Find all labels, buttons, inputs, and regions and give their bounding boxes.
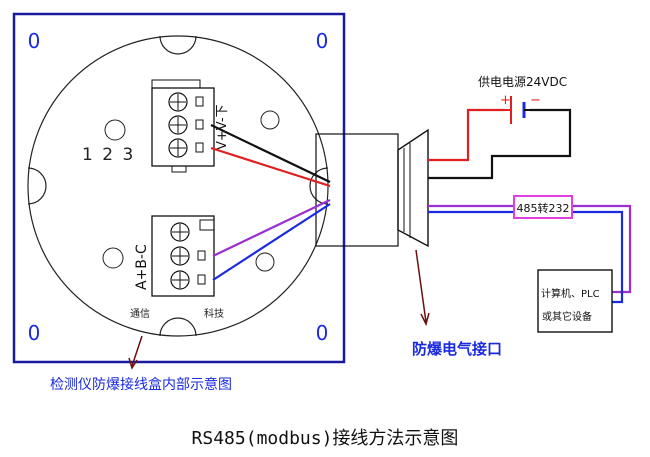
mount-hole-bottom-right: 0: [316, 321, 329, 345]
minus-sign: −: [530, 93, 541, 108]
arrow-junction-box: [128, 335, 143, 370]
terminal-numbers: 1 2 3: [82, 145, 135, 165]
power-supply-label: 供电电源24VDC: [478, 75, 567, 89]
converter-label: 485转232: [517, 201, 570, 215]
right-notch: [309, 167, 329, 205]
explosion-port-label: 防爆电气接口: [412, 340, 502, 358]
plus-sign: +: [500, 93, 511, 108]
main-title: RS485(modbus)接线方法示意图: [192, 428, 459, 449]
screw-hole-upper: [104, 119, 126, 141]
screw-hole-right-lower: [255, 252, 275, 272]
computer-box: [537, 269, 613, 333]
wire-black-outer: [428, 108, 572, 180]
computer-label-line1: 计算机、PLC: [541, 287, 600, 300]
top-notch: [159, 35, 197, 55]
wire-black-inner: [210, 124, 331, 183]
terminal-block-top: [151, 79, 215, 173]
screw-hole-lower: [102, 247, 124, 269]
left-notch: [27, 167, 47, 205]
terminal-block-bottom: [151, 215, 215, 297]
converter-box: [513, 195, 573, 219]
tongxun-label: 通信: [130, 308, 150, 320]
bottom-notch: [159, 317, 197, 337]
power-supply-symbol: [505, 96, 530, 124]
wire-red-inner: [210, 146, 331, 188]
wire-blue-inner: [212, 203, 331, 281]
keji-label: 科技: [204, 307, 224, 320]
mount-hole-top-left: 0: [28, 29, 41, 53]
wire-red-outer: [428, 108, 505, 162]
screw-hole-right-upper: [260, 110, 280, 130]
junction-box-frame: [12, 12, 346, 364]
terminal-bottom-labels: A+B-C: [134, 244, 150, 290]
computer-label-line2: 或其它设备: [542, 310, 592, 323]
housing-circle: [27, 35, 329, 337]
terminal-top-labels: V+V-下: [215, 104, 230, 150]
arrow-explosion-port: [415, 249, 430, 327]
cable-gland: [315, 128, 429, 248]
mount-hole-bottom-left: 0: [28, 321, 41, 345]
wire-purple-inner: [212, 199, 331, 257]
mount-hole-top-right: 0: [316, 29, 329, 53]
junction-box-caption: 检测仪防爆接线盒内部示意图: [50, 376, 232, 393]
